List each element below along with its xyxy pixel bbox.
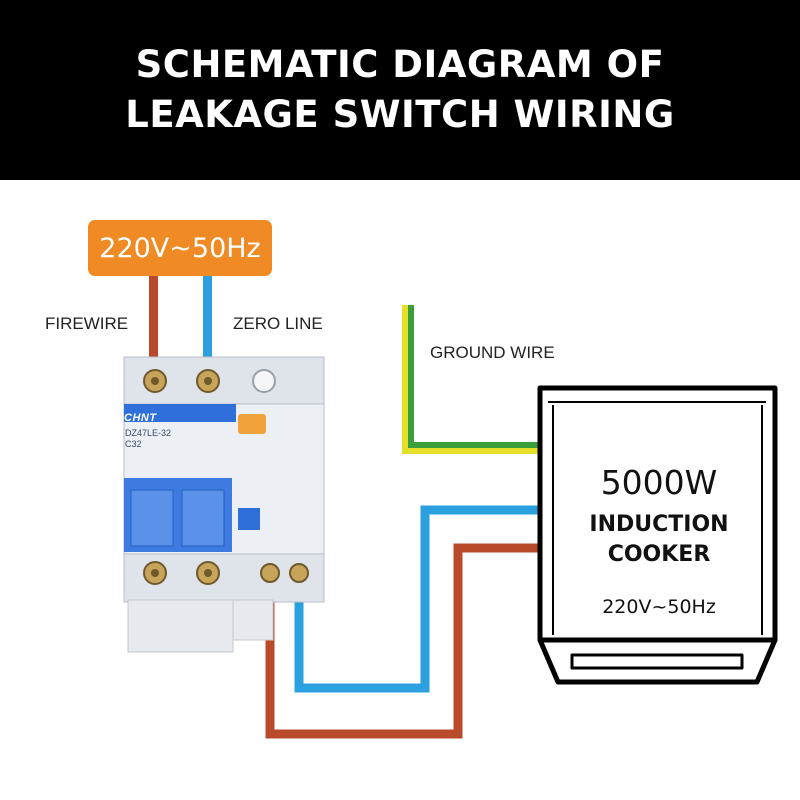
fire-wire-input: [149, 276, 158, 371]
supply-voltage-badge: 220V~50Hz: [88, 220, 272, 276]
ground-wire-label: GROUND WIRE: [430, 343, 555, 362]
zero-line-label: ZERO LINE: [233, 314, 323, 333]
terminal-bottom-3: [260, 563, 280, 583]
zero-wire-input: [203, 276, 212, 371]
fire-wire-output: [265, 543, 540, 739]
cooker-power: 5000W: [600, 463, 718, 502]
leakage-breaker: [123, 356, 325, 653]
zero-wire-output: [294, 505, 540, 693]
breaker-brand: CHNT: [124, 412, 157, 424]
ground-wire: [402, 305, 540, 454]
cooker-name-line-2: COOKER: [607, 542, 711, 567]
breaker-model-number: DZ47LE-32: [125, 428, 172, 438]
induction-cooker: [537, 385, 778, 685]
terminal-top-empty: [252, 369, 276, 393]
cooker-voltage: 220V~50Hz: [602, 596, 716, 618]
terminal-bottom-4: [289, 563, 309, 583]
cooker-name-line-1: INDUCTION: [589, 512, 729, 537]
firewire-label: FIREWIRE: [45, 314, 129, 333]
breaker-model: DZ47LE-32 C32: [125, 428, 171, 450]
breaker-rating: C32: [125, 439, 142, 449]
title-banner: SCHEMATIC DIAGRAM OF LEAKAGE SWITCH WIRI…: [0, 0, 800, 180]
title-line-2: LEAKAGE SWITCH WIRING: [125, 93, 675, 136]
title-line-1: SCHEMATIC DIAGRAM OF: [135, 43, 665, 86]
